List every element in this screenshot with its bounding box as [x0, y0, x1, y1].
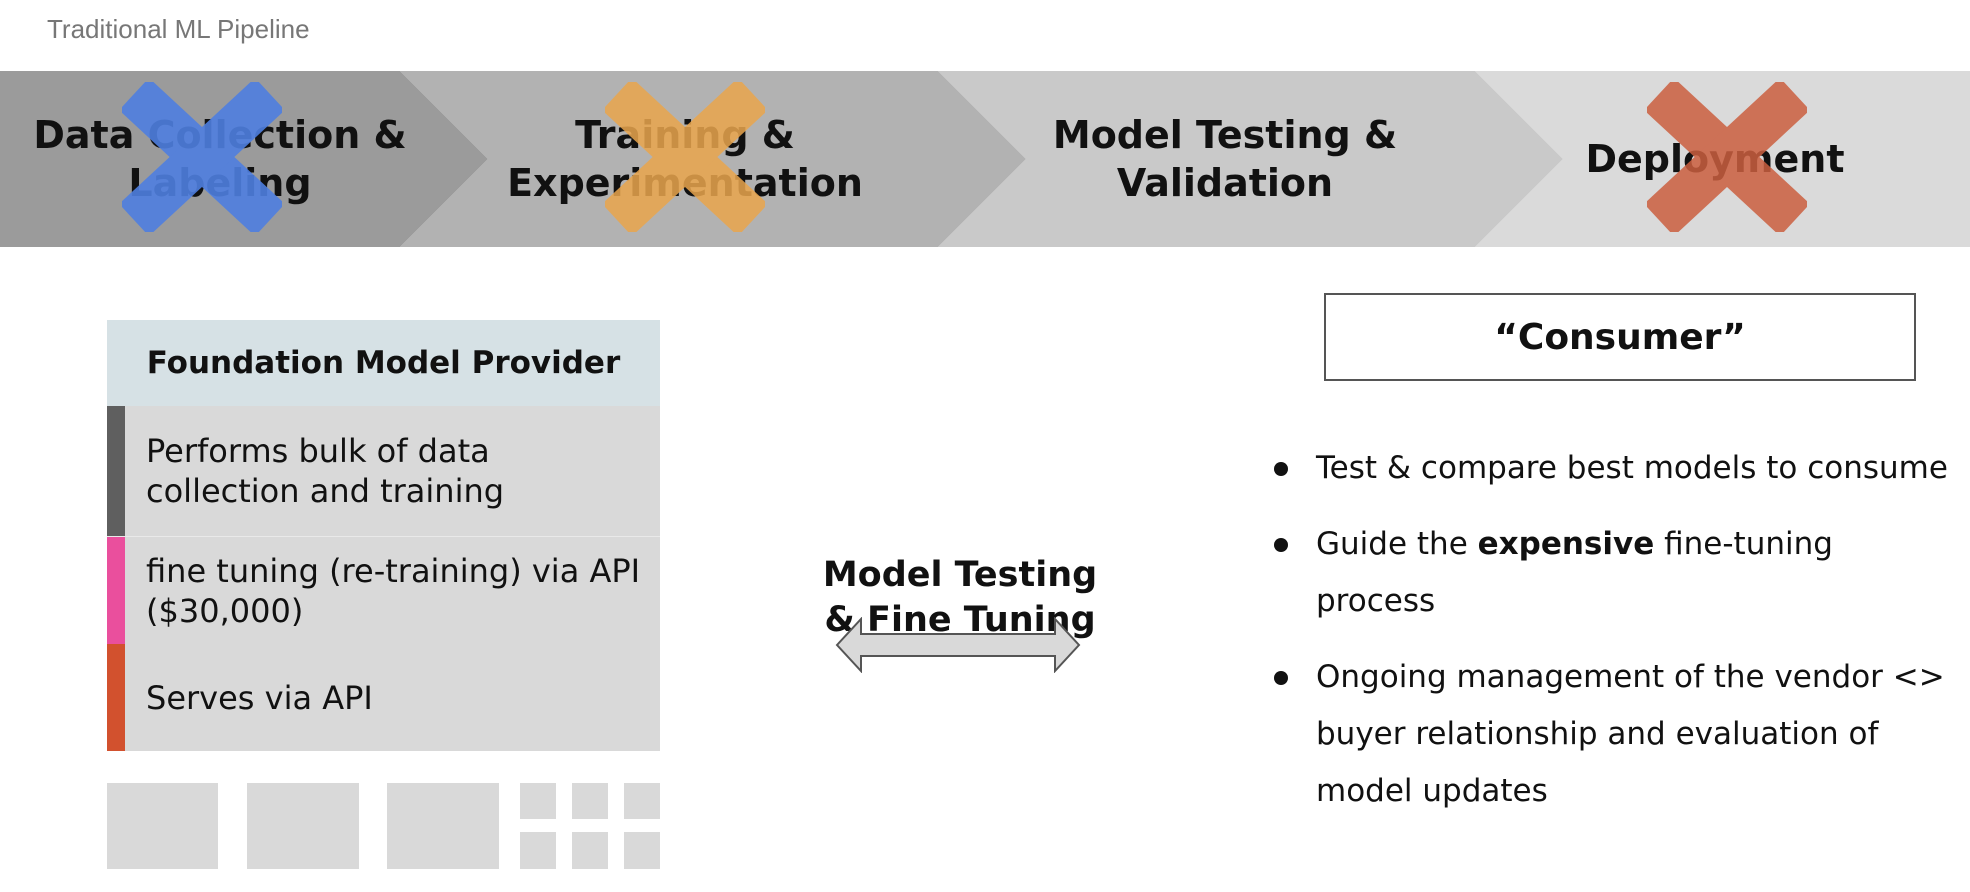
cross-icon-data-collection: [122, 82, 282, 232]
provider-row-serving: Serves via API: [107, 644, 660, 751]
bullet-dot: [1274, 538, 1288, 552]
row-accent-bar: [107, 644, 125, 751]
provider-row-text: Serves via API: [146, 678, 373, 717]
consumer-title: “Consumer”: [1324, 293, 1916, 381]
placeholder-box: [247, 783, 359, 869]
cross-icon-training: [605, 82, 765, 232]
placeholder-tile: [624, 832, 660, 869]
placeholder-tile: [624, 783, 660, 819]
provider-card: Foundation Model Provider Performs bulk …: [107, 320, 660, 751]
row-divider: [107, 536, 660, 537]
placeholder-tile: [572, 832, 608, 869]
placeholder-box: [107, 783, 218, 869]
bullet-dot: [1274, 671, 1288, 685]
bullet-text-pre: Guide the: [1316, 526, 1478, 562]
row-accent-bar: [107, 406, 125, 536]
bullet-text-post: fine-tuning process: [1316, 526, 1833, 619]
placeholder-tile: [520, 832, 556, 869]
consumer-bullet: Guide the expensive fine-tuning process: [1270, 516, 1960, 630]
bullet-text-bold: expensive: [1477, 526, 1655, 562]
provider-row-text: Performs bulk of data collection and tra…: [146, 432, 505, 510]
bullet-text: Test & compare best models to consume: [1316, 450, 1948, 486]
bullet-dot: [1274, 462, 1288, 476]
stage-label-model-testing: Model Testing & Validation: [1052, 113, 1398, 205]
row-accent-bar: [107, 537, 125, 644]
pipeline-banner: Data Collection & Labeling Training & Ex…: [0, 71, 1970, 247]
provider-title: Foundation Model Provider: [107, 320, 660, 406]
page-title: Traditional ML Pipeline: [47, 14, 310, 44]
placeholder-box: [387, 783, 499, 869]
provider-row-training: Performs bulk of data collection and tra…: [107, 406, 660, 536]
cross-icon-deployment: [1647, 82, 1807, 232]
provider-row-fine-tuning: fine tuning (re-training) via API ($30,0…: [107, 537, 660, 644]
placeholder-tile: [572, 783, 608, 819]
placeholder-tile: [520, 783, 556, 819]
consumer-bullet: Test & compare best models to consume: [1270, 440, 1960, 497]
provider-row-text: fine tuning (re-training) via API ($30,0…: [146, 551, 641, 630]
consumer-bullet: Ongoing management of the vendor <> buye…: [1270, 649, 1956, 820]
double-arrow-icon: [835, 617, 1081, 673]
consumer-bullet-list: Test & compare best models to consume Gu…: [1270, 440, 1960, 839]
bullet-text: Ongoing management of the vendor <> buye…: [1316, 659, 1945, 809]
pipeline-stage-chevron: [938, 71, 1563, 247]
